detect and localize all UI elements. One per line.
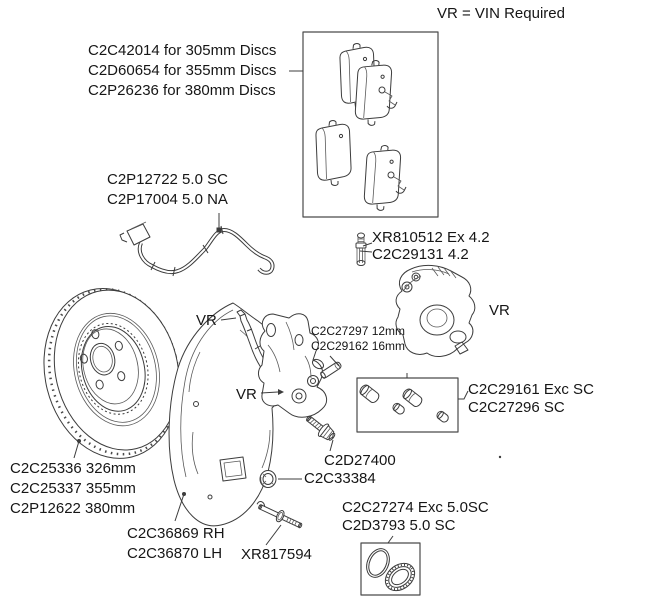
bleed-screw-figure: [355, 232, 367, 266]
shield-line-1: C2C36869 RH: [127, 525, 225, 542]
guide-pin-line-2: C2C29162 16mm: [311, 339, 406, 353]
pad-clip-vr-flag: VR: [196, 312, 217, 329]
caliper-bolt-part-number: C2D27400: [324, 452, 396, 469]
pistons-part-numbers: C2C29161 Exc SC C2C27296 SC: [468, 381, 594, 417]
pads-line-3: C2P26236 for 380mm Discs: [88, 82, 276, 99]
guide-pin-figure: [320, 361, 342, 379]
brake-pads-figure: [315, 43, 407, 213]
pistons-figure: [357, 382, 451, 425]
seal-kit-line-1: C2C27274 Exc 5.0SC: [342, 499, 489, 516]
wear-sensor-line-2: C2P17004 5.0 NA: [107, 191, 228, 208]
pistons-box: [356, 377, 459, 433]
caliper-vr-flag: VR: [489, 302, 510, 319]
seal-kit-figure: [366, 548, 416, 592]
bleed-screw-line-1: XR810512 Ex 4.2: [372, 229, 490, 246]
caliper-figure: [395, 264, 476, 357]
brake-pads-box: [302, 31, 439, 218]
bracket-vr-flag: VR: [236, 386, 257, 403]
disc-line-1: C2C25336 326mm: [10, 460, 136, 477]
pads-line-2: C2D60654 for 355mm Discs: [88, 62, 277, 79]
pads-part-numbers: C2C42014 for 305mm Discs C2D60654 for 35…: [88, 41, 276, 101]
leader-lines: [73, 70, 502, 546]
pistons-line-1: C2C29161 Exc SC: [468, 381, 594, 398]
pad-pin-figure: [256, 501, 303, 529]
shield-part-numbers: C2C36869 RH C2C36870 LH: [127, 524, 225, 564]
guide-pin-part-numbers: C2C27297 12mm C2C29162 16mm: [311, 324, 405, 354]
pad-clip-detail: [378, 86, 407, 194]
disc-line-2: C2C25337 355mm: [10, 480, 136, 497]
bleed-screw-part-numbers: XR810512 Ex 4.2 C2C29131 4.2: [372, 229, 490, 263]
disc-line-3: C2P12622 380mm: [10, 500, 136, 517]
wear-sensor-part-numbers: C2P12722 5.0 SC C2P17004 5.0 NA: [107, 170, 228, 210]
pistons-line-2: C2C27296 SC: [468, 399, 565, 416]
disc-part-numbers: C2C25336 326mm C2C25337 355mm C2P12622 3…: [10, 459, 136, 519]
seal-kit-line-2: C2D3793 5.0 SC: [342, 517, 456, 534]
caliper-bolt-figure: [306, 415, 336, 441]
retainer-part-number: C2C33384: [304, 470, 376, 487]
retainer-figure: [259, 470, 277, 488]
anchor-bracket-figure: [258, 313, 328, 418]
shield-line-2: C2C36870 LH: [127, 545, 223, 562]
wear-sensor-figure: [119, 221, 275, 277]
wear-sensor-line-1: C2P12722 5.0 SC: [107, 171, 228, 188]
brake-disc-figure: [43, 287, 181, 459]
guide-pin-line-1: C2C27297 12mm: [311, 324, 406, 338]
seal-kit-box: [360, 542, 421, 596]
pad-pin-part-number: XR817594: [241, 546, 312, 563]
seal-kit-part-numbers: C2C27274 Exc 5.0SC C2D3793 5.0 SC: [342, 499, 489, 535]
pads-line-1: C2C42014 for 305mm Discs: [88, 42, 277, 59]
bleed-screw-line-2: C2C29131 4.2: [372, 246, 469, 263]
legend-text: VR = VIN Required: [437, 5, 565, 22]
